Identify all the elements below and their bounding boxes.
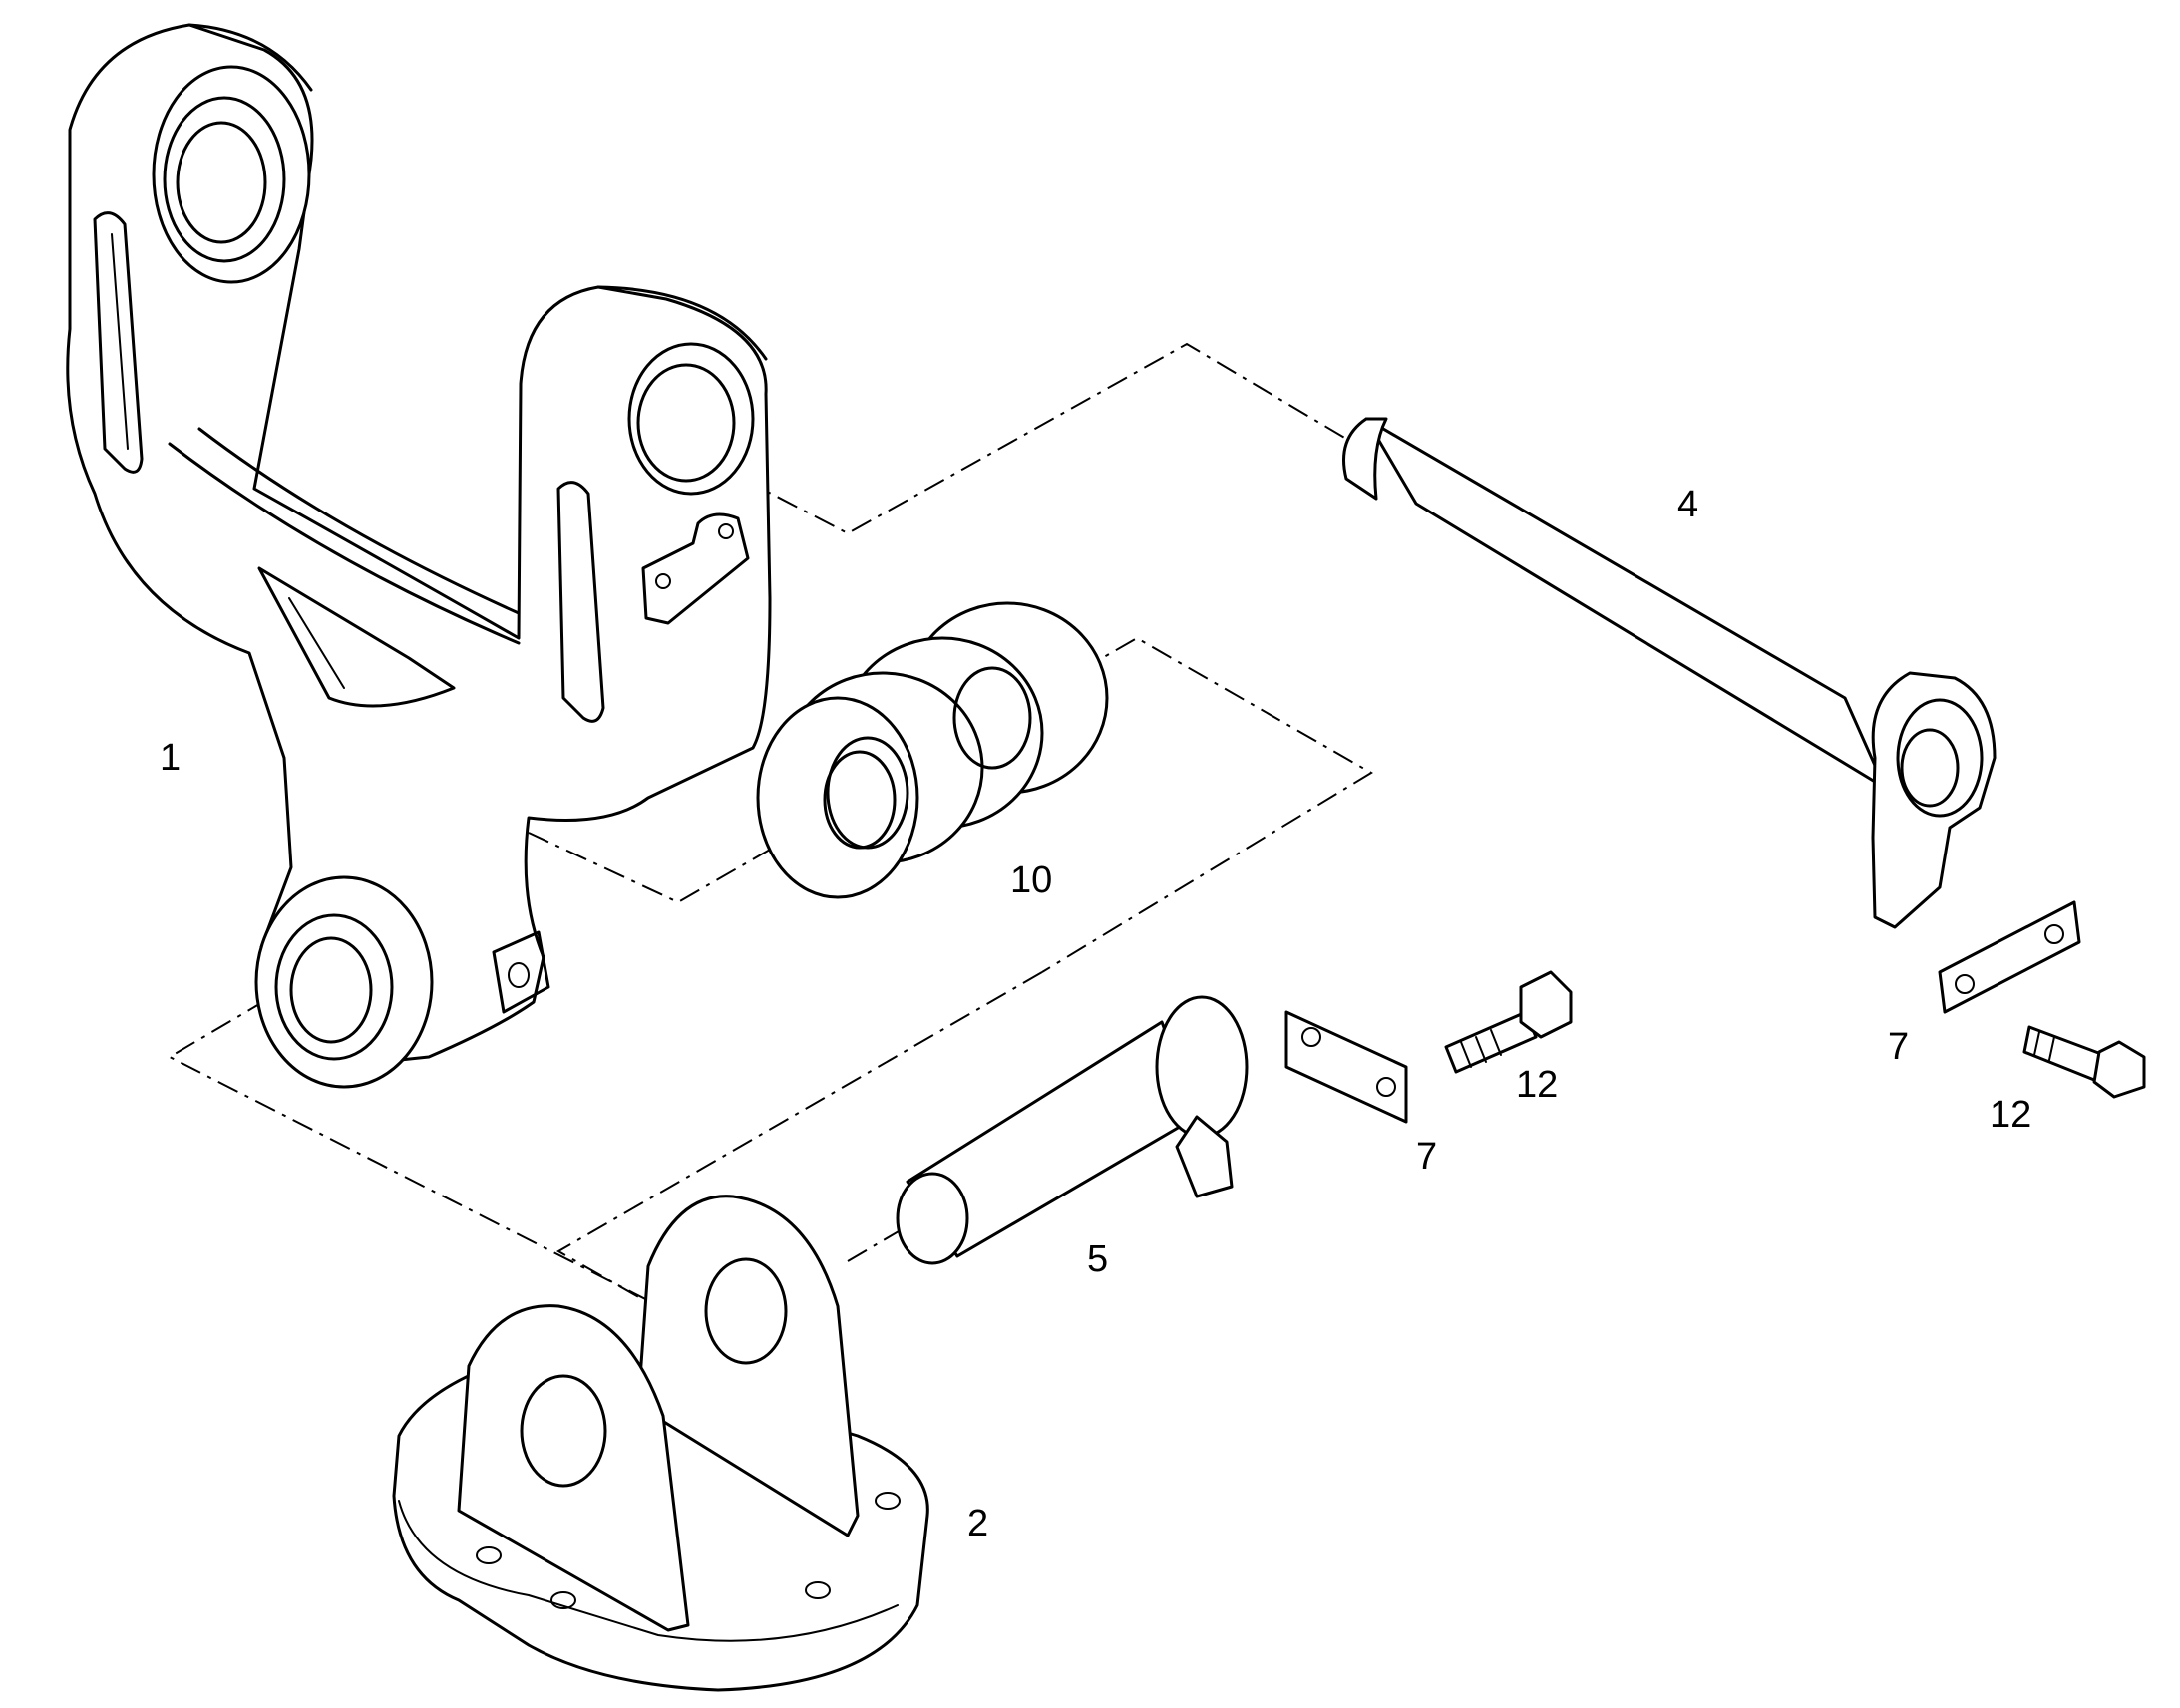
label-part-5: 5: [1087, 1238, 1108, 1280]
part-7-plate-b: [1938, 900, 2081, 1014]
part-1-rocker-arm: [66, 23, 772, 1089]
label-part-2: 2: [967, 1503, 988, 1544]
part-10-spring: [756, 601, 1109, 899]
part-12-bolt-b: [2022, 1025, 2146, 1099]
part-2-clevis-base: [392, 1195, 929, 1692]
label-part-10: 10: [1010, 859, 1052, 901]
label-part-4: 4: [1677, 484, 1698, 525]
label-part-7b: 7: [1888, 1026, 1909, 1068]
label-part-7a: 7: [1416, 1136, 1437, 1178]
label-part-12b: 12: [1990, 1094, 2031, 1136]
part-4-long-pin: [1342, 417, 1997, 929]
part-7-plate-a: [1284, 1010, 1408, 1124]
part-5-short-pin: [896, 995, 1249, 1265]
label-part-12a: 12: [1516, 1064, 1558, 1106]
part-12-bolt-a: [1444, 970, 1573, 1074]
label-part-1: 1: [160, 737, 181, 779]
